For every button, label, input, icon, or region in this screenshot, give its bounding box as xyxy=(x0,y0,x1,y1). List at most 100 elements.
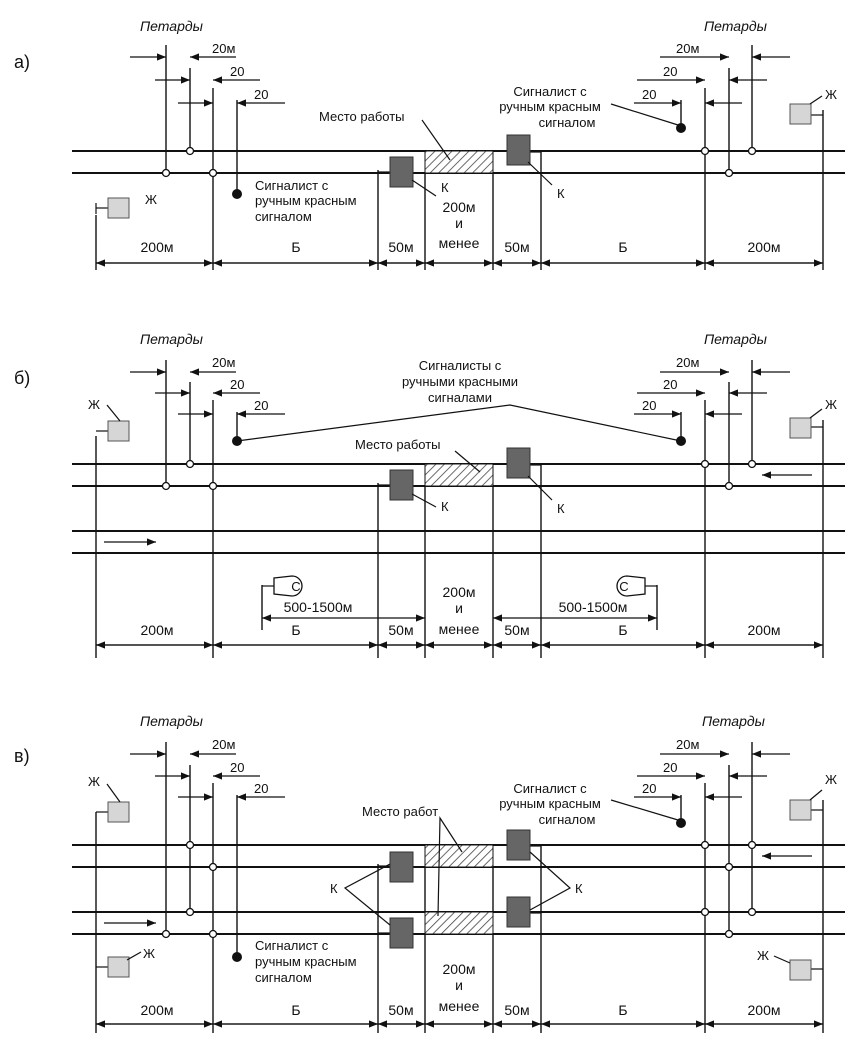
dim-50m: 50м xyxy=(388,1002,413,1018)
signalman-text: сигналом xyxy=(539,812,596,827)
dim-200m: 200м xyxy=(141,1002,174,1018)
petard-node xyxy=(747,146,757,156)
dim-20m: 20м xyxy=(676,355,699,370)
dim-20: 20 xyxy=(230,760,244,775)
leader-line xyxy=(126,951,142,961)
dim-200m: 200м xyxy=(748,622,781,638)
signalman-text: Сигналист с xyxy=(255,938,329,953)
dim-b: Б xyxy=(291,239,300,255)
k-signal-icon xyxy=(389,917,414,949)
leader-line xyxy=(529,851,572,911)
leader-line xyxy=(610,799,679,821)
petard-node xyxy=(208,862,218,872)
panel-label: б) xyxy=(14,368,30,388)
work-zone-length: и xyxy=(455,215,463,231)
petard-node xyxy=(161,929,171,939)
dim-200m: 200м xyxy=(748,1002,781,1018)
zh-signal-icon xyxy=(107,801,130,823)
zh-signal-icon xyxy=(789,417,812,439)
petard-node xyxy=(161,168,171,178)
k-signal-icon xyxy=(506,896,531,928)
signalmen-text: ручными красными xyxy=(402,374,518,389)
k-label: К xyxy=(557,501,565,516)
work-zone-length: менее xyxy=(439,621,480,637)
dim-20m: 20м xyxy=(212,41,235,56)
worksite-zone xyxy=(424,463,494,487)
zh-label: Ж xyxy=(757,948,769,963)
dim-20m: 20м xyxy=(676,41,699,56)
dim-20m: 20м xyxy=(212,737,235,752)
zh-label: Ж xyxy=(145,192,157,207)
worksite-zone xyxy=(424,844,494,868)
dim-20: 20 xyxy=(642,87,656,102)
dim-50m: 50м xyxy=(504,622,529,638)
petard-node xyxy=(208,168,218,178)
signalman-marker xyxy=(676,436,686,446)
petard-node xyxy=(700,907,710,917)
dim-50m: 50м xyxy=(504,1002,529,1018)
dim-b: Б xyxy=(291,622,300,638)
k-signal-icon xyxy=(389,156,414,188)
worksite-label: Место работы xyxy=(355,437,441,452)
dim-20: 20 xyxy=(642,398,656,413)
panel-b: б) Петарды 20м 20 20 Сигналисты с ручным… xyxy=(14,331,845,658)
work-zone-length: менее xyxy=(439,998,480,1014)
zh-signal-icon xyxy=(107,956,130,978)
petards-label: Петарды xyxy=(140,713,204,729)
signalman-text: Сигналист с xyxy=(255,178,329,193)
dim-20: 20 xyxy=(230,377,244,392)
leader-line xyxy=(411,179,437,197)
signalman-text: Сигналист с xyxy=(513,781,587,796)
signalman-marker xyxy=(232,952,242,962)
petard-node xyxy=(700,840,710,850)
leader-line xyxy=(809,408,823,419)
k-signal-icon xyxy=(506,447,531,479)
petard-node xyxy=(208,481,218,491)
dim-20: 20 xyxy=(230,64,244,79)
petard-node xyxy=(747,907,757,917)
dim-20: 20 xyxy=(663,64,677,79)
k-label: К xyxy=(557,186,565,201)
work-zone-length: и xyxy=(455,977,463,993)
dim-20: 20 xyxy=(642,781,656,796)
signalman-text: сигналом xyxy=(255,970,312,985)
leader-line xyxy=(236,404,682,442)
petard-node xyxy=(185,840,195,850)
dim-50m: 50м xyxy=(388,622,413,638)
k-label: К xyxy=(330,881,338,896)
signalman-text: ручным красным xyxy=(255,954,357,969)
signalman-marker xyxy=(676,123,686,133)
petard-node xyxy=(185,146,195,156)
panel-a: а) Петарды 20м 20 20 Сигналист с ручным … xyxy=(14,18,845,270)
zh-label: Ж xyxy=(88,774,100,789)
leader-line xyxy=(454,450,481,473)
signalmen-text: Сигналисты с xyxy=(419,358,502,373)
leader-line xyxy=(527,475,553,501)
k-label: К xyxy=(441,499,449,514)
leader-line xyxy=(527,161,553,186)
signalman-text: ручным красным xyxy=(499,796,601,811)
petard-node xyxy=(185,459,195,469)
leader-line xyxy=(809,95,823,105)
dim-20: 20 xyxy=(254,398,268,413)
signalman-marker xyxy=(676,818,686,828)
worksite-label: Место работы xyxy=(319,109,405,124)
zh-label: Ж xyxy=(825,87,837,102)
signalman-text: ручным красным xyxy=(499,99,601,114)
zh-label: Ж xyxy=(88,397,100,412)
petard-node xyxy=(724,481,734,491)
dim-b: Б xyxy=(618,622,627,638)
dim-500-1500: 500-1500м xyxy=(559,599,628,615)
leader-line xyxy=(610,103,679,126)
leader-line xyxy=(809,789,823,801)
petards-label: Петарды xyxy=(140,331,204,347)
leader-line xyxy=(343,863,391,926)
k-signal-icon xyxy=(506,829,531,861)
k-label: К xyxy=(441,180,449,195)
dim-20m: 20м xyxy=(212,355,235,370)
petard-node xyxy=(700,459,710,469)
zh-signal-icon xyxy=(789,959,812,981)
dim-20: 20 xyxy=(254,781,268,796)
petards-label: Петарды xyxy=(704,18,768,34)
